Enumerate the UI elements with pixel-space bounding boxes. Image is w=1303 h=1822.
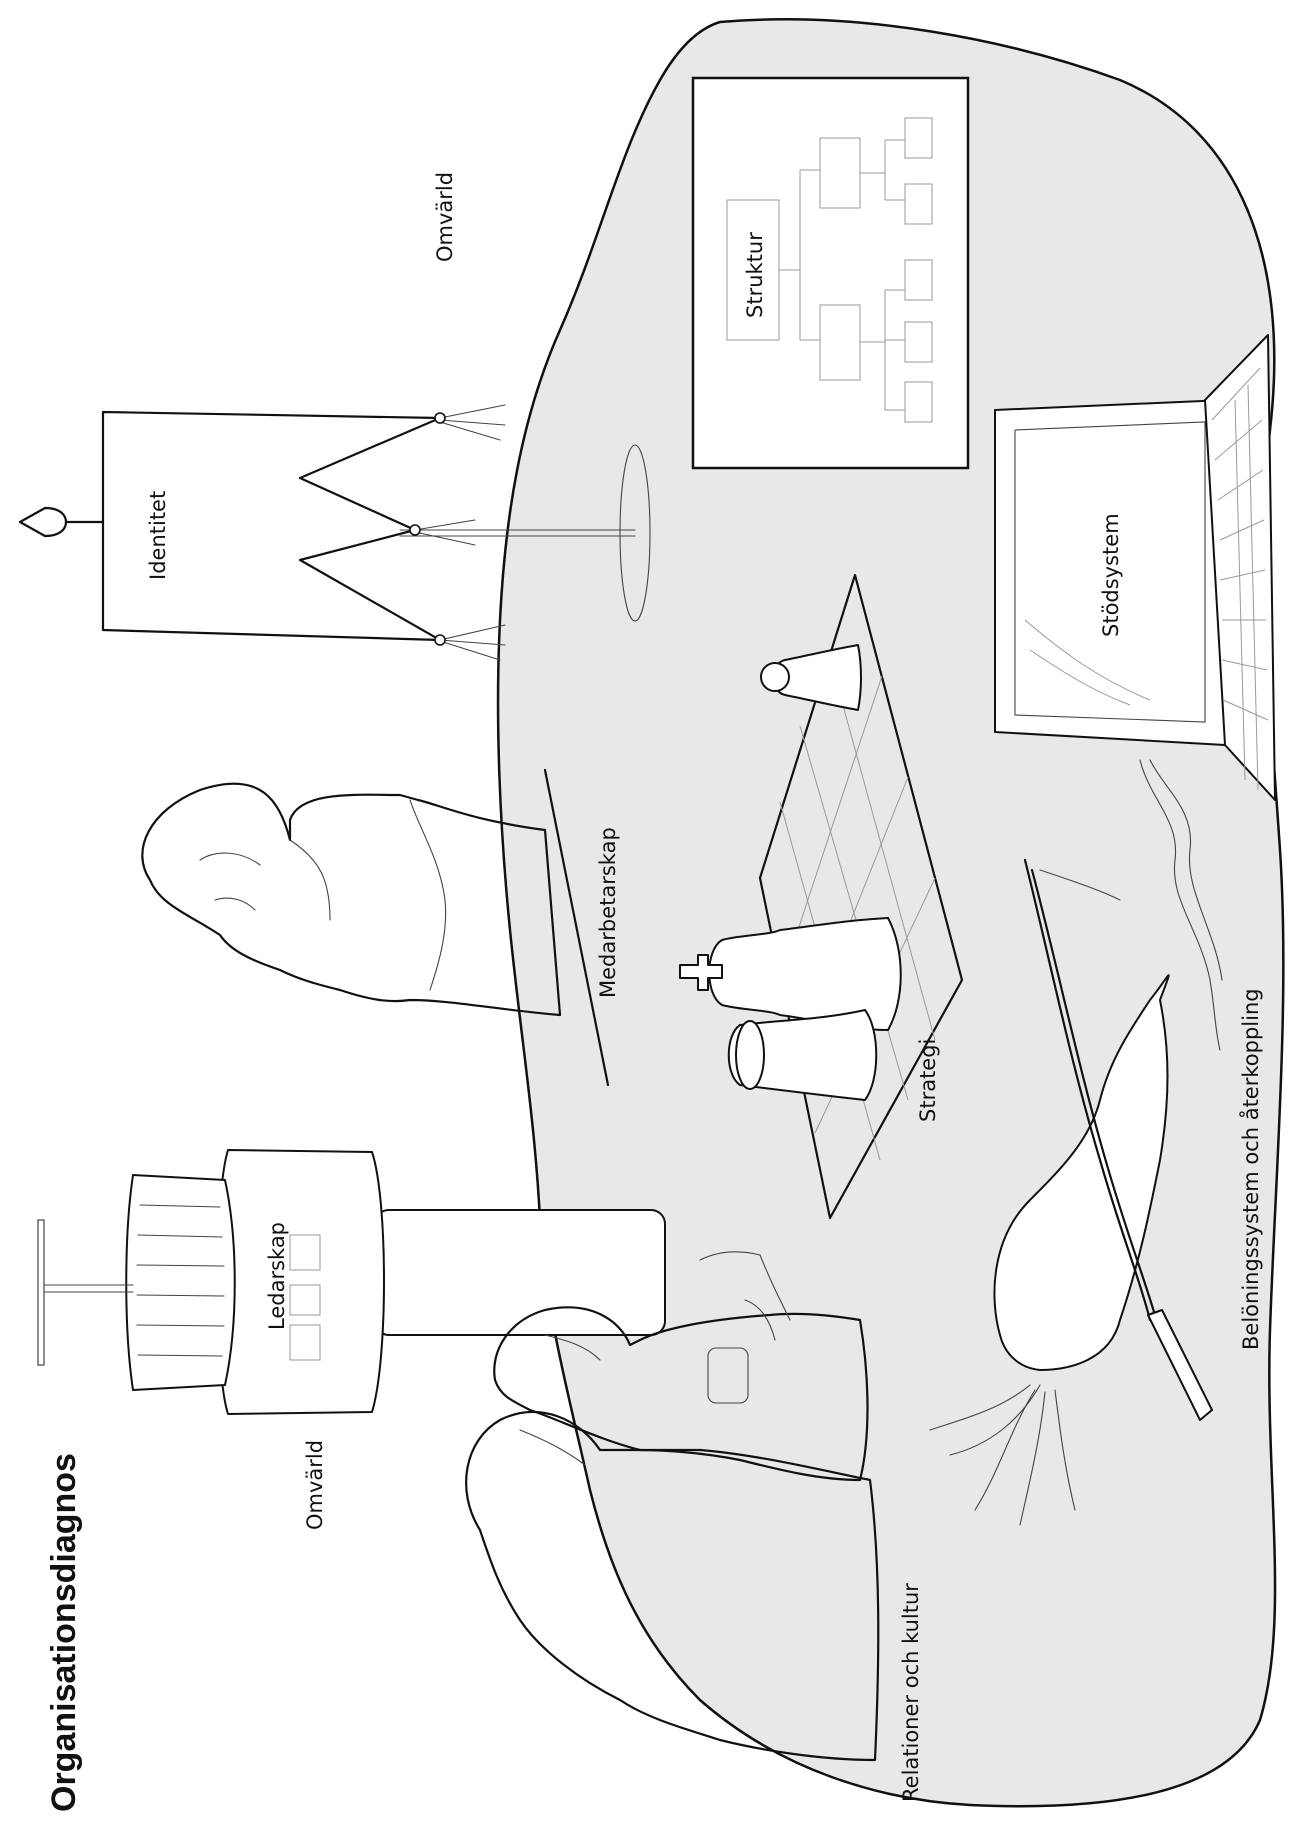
page-title: Organisationsdiagnos — [45, 1453, 83, 1812]
ledarskap-label: Ledarskap — [265, 1222, 289, 1330]
relationer-label: Relationer och kultur — [899, 1583, 923, 1802]
struktur-label: Struktur — [743, 232, 767, 318]
identitet-label: Identitet — [146, 491, 170, 580]
strategi-label: Strategi — [916, 1039, 940, 1122]
omvarld-label-left: Omvärld — [303, 1440, 327, 1530]
omvarld-label-right: Omvärld — [433, 172, 457, 262]
medarbetarskap-label: Medarbetarskap — [596, 827, 620, 998]
struktur-orgchart — [693, 78, 968, 468]
beloning-label: Belöningssystem och återkoppling — [1238, 988, 1263, 1350]
stodsystem-label: Stödsystem — [1099, 513, 1123, 637]
